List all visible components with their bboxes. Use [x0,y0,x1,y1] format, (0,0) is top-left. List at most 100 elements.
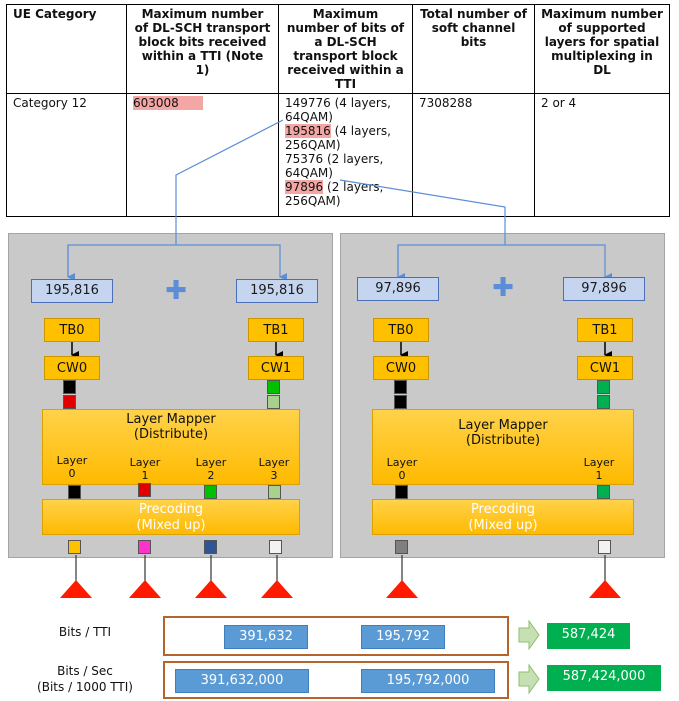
table-header-row: UE Category Maximum number of DL-SCH tra… [6,4,670,94]
left-cw1-box: CW1 [248,356,304,380]
left-tb1-box: TB1 [248,318,304,342]
layer-text: Layer [386,456,418,469]
codeword-symbol [394,380,407,394]
codeword-symbol [394,395,407,409]
precoded-symbol [598,540,611,554]
tb-bits-line: 97896 (2 layers, 256QAM) [285,180,406,208]
layer-symbol [68,485,81,499]
highlight-195816: 195816 [285,124,331,138]
left-tb0-bits-box: 195,816 [31,279,113,303]
codeword-symbol [267,395,280,409]
bits-per-tti-layer2: 195,792 [361,625,445,649]
right-layer-mapper-box: Layer Mapper (Distribute) [372,409,634,485]
layer-symbol [597,485,610,499]
right-precoding-box: Precoding (Mixed up) [372,499,634,535]
layer-symbol [138,483,151,497]
left-layer-mapper-box: Layer Mapper (Distribute) [42,409,300,485]
layer-index: 2 [207,469,215,482]
layer-symbol [204,485,217,499]
codeword-symbol [597,395,610,409]
tb-bits-line: 195816 (4 layers, 256QAM) [285,124,406,152]
layer-symbol [395,485,408,499]
layer-text: Layer [195,456,227,469]
antenna-icon [195,580,227,598]
codeword-symbol [63,380,76,394]
antenna-icon [60,580,92,598]
precoded-symbol [138,540,151,554]
layer-symbol [268,485,281,499]
layer-mapper-subtitle: (Distribute) [133,427,209,442]
cell-max-tb-bits: 603008 [126,93,279,217]
plus-icon: ✚ [492,273,514,303]
cell-soft-bits: 7308288 [412,93,535,217]
precoded-symbol [68,540,81,554]
antenna-icon [261,580,293,598]
right-arrow-icon [518,620,540,650]
highlight-603008: 603008 [133,96,203,110]
cell-layers: 2 or 4 [534,93,670,217]
bits-per-sec-label-line1: Bits / Sec [57,664,113,678]
layer-index: 1 [141,469,149,482]
cell-category: Category 12 [6,93,127,217]
precoded-symbol [204,540,217,554]
left-precoding-box: Precoding (Mixed up) [42,499,300,535]
precoded-symbol [269,540,282,554]
bits-per-tti-total: 587,424 [547,623,630,649]
bits-per-sec-total: 587,424,000 [547,665,661,691]
layer-mapper-title: Layer Mapper [126,412,216,427]
layer-index: 0 [398,469,406,482]
left-cw0-box: CW0 [44,356,100,380]
plus-icon: ✚ [165,276,187,306]
bits-per-tti-group [163,616,509,656]
layer-index: 0 [68,467,76,480]
tb-bits-note: (2 layers, 256QAM) [285,180,384,208]
bits-per-sec-label: Bits / Sec (Bits / 1000 TTI) [10,663,160,695]
bits-per-sec-label-line2: (Bits / 1000 TTI) [37,680,133,694]
precoding-subtitle: (Mixed up) [468,518,538,533]
antenna-icon [386,580,418,598]
precoding-subtitle: (Mixed up) [136,518,206,533]
header-max-layers: Maximum number of supported layers for s… [534,4,670,94]
codeword-symbol [63,395,76,409]
bits-per-sec-layer2: 195,792,000 [361,669,495,693]
tb-bits-note: (4 layers, 256QAM) [285,124,391,152]
right-tb1-bits-box: 97,896 [563,277,645,301]
layer-text: Layer [583,456,615,469]
precoding-title: Precoding [470,502,536,517]
layer-index: 1 [595,469,603,482]
layer-index: 3 [270,469,278,482]
tb-bits-line: 75376 (2 layers, 64QAM) [285,152,384,180]
right-cw0-box: CW0 [373,356,429,380]
right-tb1-box: TB1 [577,318,633,342]
tb-bits-line: 149776 (4 layers, 64QAM) [285,96,391,124]
layer-mapper-subtitle: (Distribute) [465,433,541,448]
highlight-97896: 97896 [285,180,324,194]
layer-text: Layer [56,454,88,467]
ue-category-table: UE Category Maximum number of DL-SCH tra… [6,4,670,217]
table-row: Category 12 603008 149776 (4 layers, 64Q… [6,93,670,217]
left-tb0-box: TB0 [44,318,100,342]
right-tb0-box: TB0 [373,318,429,342]
header-ue-category: UE Category [6,4,127,94]
codeword-symbol [597,380,610,394]
antenna-icon [129,580,161,598]
right-arrow-icon [518,664,540,694]
left-tb1-bits-box: 195,816 [236,279,318,303]
right-tb0-bits-box: 97,896 [357,277,439,301]
layer-text: Layer [258,456,290,469]
cell-tb-bits: 149776 (4 layers, 64QAM) 195816 (4 layer… [278,93,413,217]
header-soft-channel-bits: Total number of soft channel bits [412,4,535,94]
antenna-icon [589,580,621,598]
precoding-title: Precoding [138,502,204,517]
layer-mapper-title: Layer Mapper [458,418,548,433]
bits-per-tti-layer4: 391,632 [224,625,308,649]
precoded-symbol [395,540,408,554]
header-max-bits-per-tb: Maximum number of bits of a DL-SCH trans… [278,4,413,94]
